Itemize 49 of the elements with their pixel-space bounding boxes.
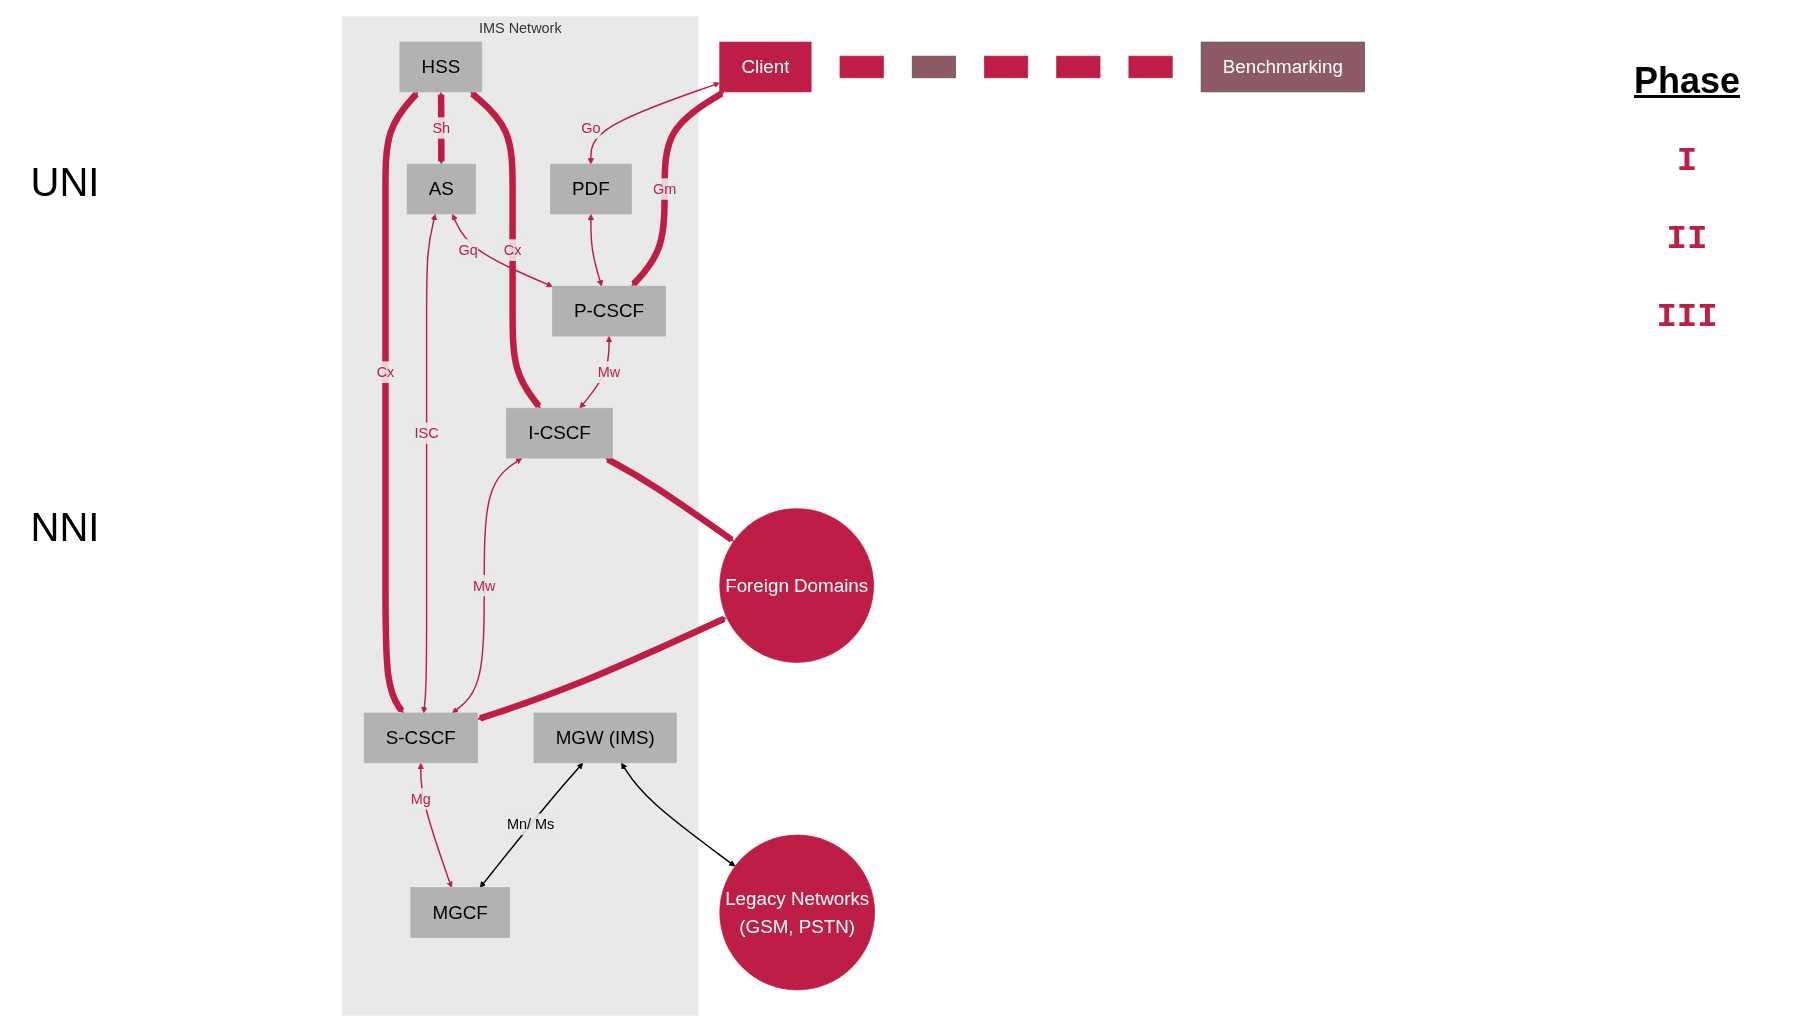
edge-label: Mw	[473, 577, 496, 594]
node-box	[911, 55, 956, 79]
edge-label: Mg	[410, 791, 431, 807]
node-box	[984, 55, 1029, 79]
arrow	[587, 81, 720, 165]
node-circle: Legacy Networks (GSM, PSTN)	[719, 834, 875, 991]
node-box: MGW (IMS)	[533, 712, 677, 764]
phase-numeral: II	[1666, 220, 1708, 258]
arrow	[477, 615, 727, 722]
arrow	[579, 336, 613, 409]
node-box: P-CSCF	[552, 285, 666, 337]
arrow	[479, 762, 584, 888]
interface-label: UNI	[30, 160, 100, 205]
node-box: Client	[719, 41, 812, 93]
interface-label: NNI	[30, 505, 100, 550]
edge-label: Gm	[652, 181, 677, 197]
phase-numeral: I	[1676, 142, 1698, 180]
arrow	[587, 213, 604, 287]
edge-label: Mn/ Ms	[506, 816, 555, 833]
edge-label: Sh	[432, 120, 451, 136]
arrow	[437, 91, 445, 165]
phase-numeral: III	[1656, 298, 1718, 336]
node-box	[1056, 55, 1101, 79]
node-box: PDF	[550, 163, 632, 215]
edge-label: Mw	[597, 364, 621, 381]
node-circle: Foreign Domains	[719, 508, 874, 663]
node-box: HSS	[399, 41, 483, 93]
arrow	[421, 213, 437, 714]
arrow	[605, 456, 735, 543]
node-box: Benchmarking	[1200, 41, 1365, 93]
arrow	[417, 762, 453, 888]
edge-label: Cx	[503, 242, 522, 259]
node-box: MGCF	[410, 887, 510, 938]
arrow	[382, 91, 419, 714]
column-heading: Phase	[1633, 60, 1741, 102]
arrow	[451, 213, 553, 288]
node-box: S-CSCF	[363, 712, 478, 764]
arrow	[470, 91, 542, 409]
edge-label: Go	[581, 120, 601, 136]
edge-label: ISC	[414, 425, 439, 442]
edge-label: Gq	[458, 242, 478, 259]
node-box	[1128, 55, 1173, 79]
node-box	[839, 55, 884, 79]
node-box: I-CSCF	[506, 407, 613, 459]
node-box: AS	[406, 163, 476, 215]
arrow	[621, 762, 736, 867]
arrow	[631, 90, 725, 287]
arrow	[452, 457, 523, 714]
edge-label: Cx	[376, 364, 395, 381]
